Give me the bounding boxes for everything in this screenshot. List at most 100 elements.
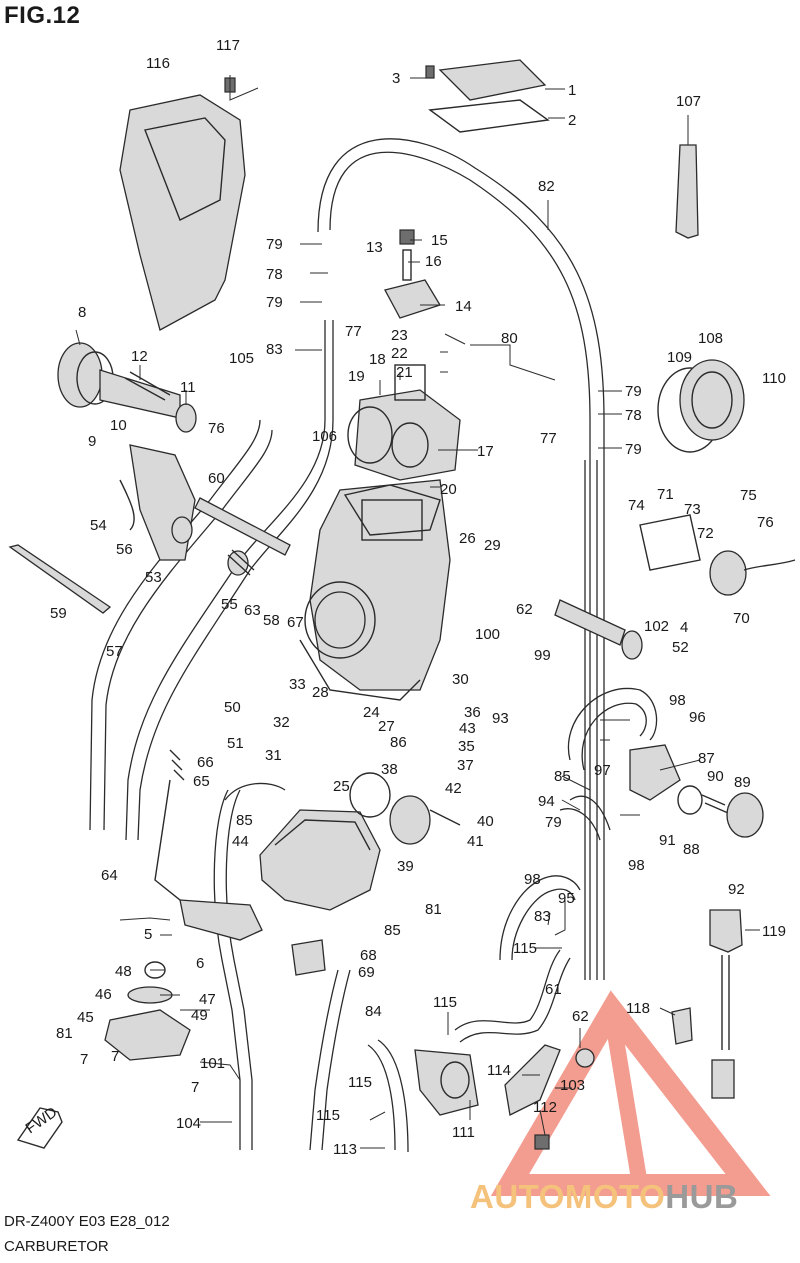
callout-78: 78 (266, 266, 283, 283)
part-boot-108 (657, 359, 745, 453)
part-float-bowl-44 (259, 809, 381, 976)
part-intake-duct-116 (119, 77, 246, 331)
callout-74: 74 (628, 497, 645, 514)
callout-labels: 117 116 3 1 2 107 82 79 78 79 13 15 16 1… (50, 37, 786, 1158)
callout-13: 13 (366, 239, 383, 256)
callout-109: 109 (667, 349, 692, 366)
callout-79: 79 (545, 814, 562, 831)
callout-7: 7 (80, 1051, 88, 1068)
callout-16: 16 (425, 253, 442, 270)
callout-83: 83 (534, 908, 551, 925)
callout-111: 111 (452, 1124, 475, 1141)
callout-48: 48 (115, 963, 132, 980)
callout-89: 89 (734, 774, 751, 791)
callout-114: 114 (487, 1062, 511, 1079)
callout-41: 41 (467, 833, 484, 850)
callout-104: 104 (176, 1115, 201, 1132)
callout-82: 82 (538, 178, 555, 195)
part-sensor-118 (671, 1007, 693, 1045)
callout-106: 106 (312, 428, 337, 445)
callout-81: 81 (56, 1025, 73, 1042)
callout-85: 85 (384, 922, 401, 939)
callout-94: 94 (538, 793, 555, 810)
callout-99: 99 (534, 647, 551, 664)
callout-10: 10 (110, 417, 127, 434)
part-hose-96 (559, 687, 658, 841)
part-hot-start-87 (629, 744, 764, 838)
callout-42: 42 (445, 780, 462, 797)
callout-50: 50 (224, 699, 241, 716)
callout-18: 18 (369, 351, 386, 368)
callout-45: 45 (77, 1009, 94, 1026)
callout-66: 66 (197, 754, 214, 771)
callout-5: 5 (144, 926, 152, 943)
callout-77: 77 (345, 323, 362, 340)
callout-97: 97 (594, 762, 611, 779)
callout-15: 15 (431, 232, 448, 249)
callout-100: 100 (475, 626, 500, 643)
callout-93: 93 (492, 710, 509, 727)
callout-85: 85 (554, 768, 571, 785)
callout-115: 115 (433, 994, 457, 1011)
callout-83: 83 (266, 341, 283, 358)
callout-81: 81 (425, 901, 442, 918)
callout-31: 31 (265, 747, 282, 764)
callout-75: 75 (740, 487, 757, 504)
callout-49: 49 (191, 1007, 208, 1024)
callout-72: 72 (697, 525, 714, 542)
callout-12: 12 (131, 348, 148, 365)
callout-76: 76 (757, 514, 774, 531)
callout-58: 58 (263, 612, 280, 629)
callout-46: 46 (95, 986, 112, 1003)
callout-35: 35 (458, 738, 475, 755)
watermark-part1: AUTOMOTO (470, 1178, 666, 1215)
callout-47: 47 (199, 991, 216, 1008)
callout-57: 57 (106, 643, 123, 660)
part-bracket-53 (119, 444, 196, 561)
callout-2: 2 (568, 112, 576, 129)
callout-113: 113 (333, 1141, 357, 1158)
callout-27: 27 (378, 718, 395, 735)
part-hose-113 (367, 1039, 409, 1153)
callout-37: 37 (457, 757, 474, 774)
callout-76: 76 (208, 420, 225, 437)
callout-63: 63 (244, 602, 261, 619)
part-diaphragm-39 (349, 772, 461, 845)
callout-54: 54 (90, 517, 107, 534)
callout-43: 43 (459, 720, 476, 737)
callout-86: 86 (390, 734, 407, 751)
callout-73: 73 (684, 501, 701, 518)
callout-64: 64 (101, 867, 118, 884)
callout-33: 33 (289, 676, 306, 693)
part-top-cover-17 (347, 364, 461, 481)
callout-88: 88 (683, 841, 700, 858)
callout-53: 53 (145, 569, 162, 586)
callout-84: 84 (365, 1003, 382, 1020)
part-choke-64 (154, 749, 263, 941)
callout-29: 29 (484, 537, 501, 554)
callout-24: 24 (363, 704, 380, 721)
callout-118: 118 (626, 1000, 650, 1017)
callout-62: 62 (572, 1008, 589, 1025)
callout-36: 36 (464, 704, 481, 721)
callout-14: 14 (455, 298, 472, 315)
callout-96: 96 (689, 709, 706, 726)
callout-98: 98 (628, 857, 645, 874)
callout-79: 79 (266, 294, 283, 311)
callout-9: 9 (88, 433, 96, 450)
part-screw-52 (554, 599, 643, 660)
callout-7: 7 (191, 1079, 199, 1096)
callout-115: 115 (316, 1107, 340, 1124)
callout-40: 40 (477, 813, 494, 830)
callout-112: 112 (533, 1099, 557, 1116)
watermark-logo (490, 990, 771, 1196)
callout-115: 115 (348, 1074, 372, 1091)
callout-6: 6 (196, 955, 204, 972)
callout-62: 62 (516, 601, 533, 618)
callout-98: 98 (524, 871, 541, 888)
callout-56: 56 (116, 541, 133, 558)
watermark-text: AUTOMOTOHUB (470, 1178, 738, 1216)
callout-7: 7 (111, 1048, 119, 1065)
callout-4: 4 (680, 619, 688, 636)
